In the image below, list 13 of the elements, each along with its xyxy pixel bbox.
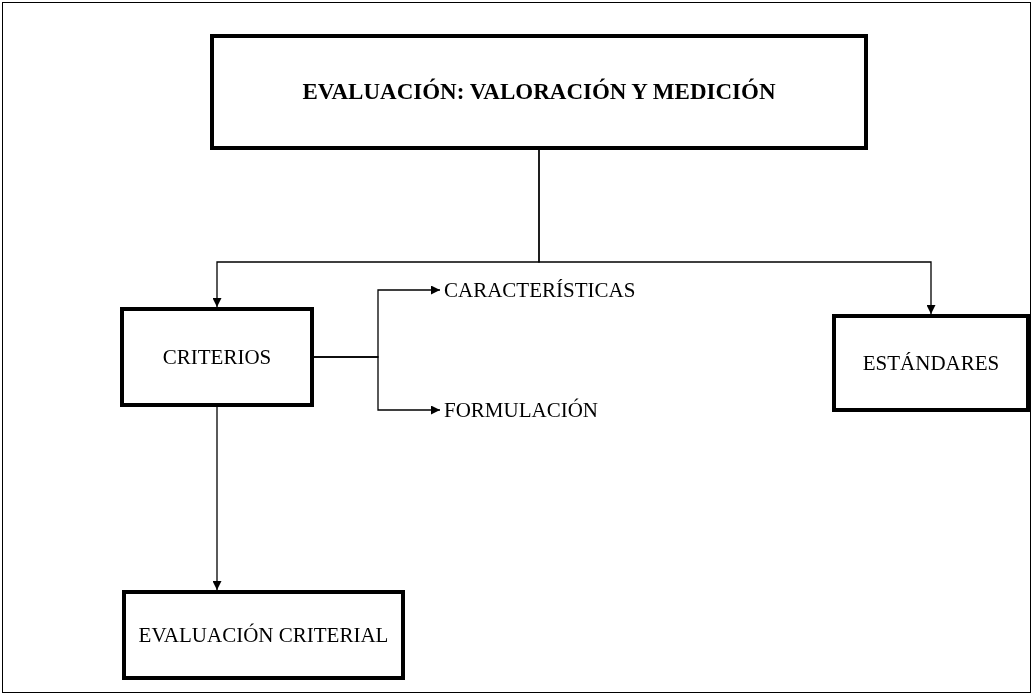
concept-box: [120, 307, 314, 407]
concept-box: [210, 34, 868, 150]
concept-box: [832, 314, 1030, 412]
node-text: ESTÁNDARES: [862, 350, 1000, 376]
node-text: CARACTERÍSTICAS: [444, 277, 636, 303]
arrow: [538, 149, 936, 315]
node-text: EVALUACIÓN: VALORACIÓN Y MEDICIÓN: [302, 79, 776, 105]
concept-box: [122, 590, 405, 680]
arrow: [313, 356, 441, 415]
node-text: FORMULACIÓN: [444, 397, 598, 423]
node-text: CRITERIOS: [162, 344, 272, 370]
node-text: EVALUACIÓN CRITERIAL: [138, 622, 389, 648]
arrow: [212, 406, 222, 591]
